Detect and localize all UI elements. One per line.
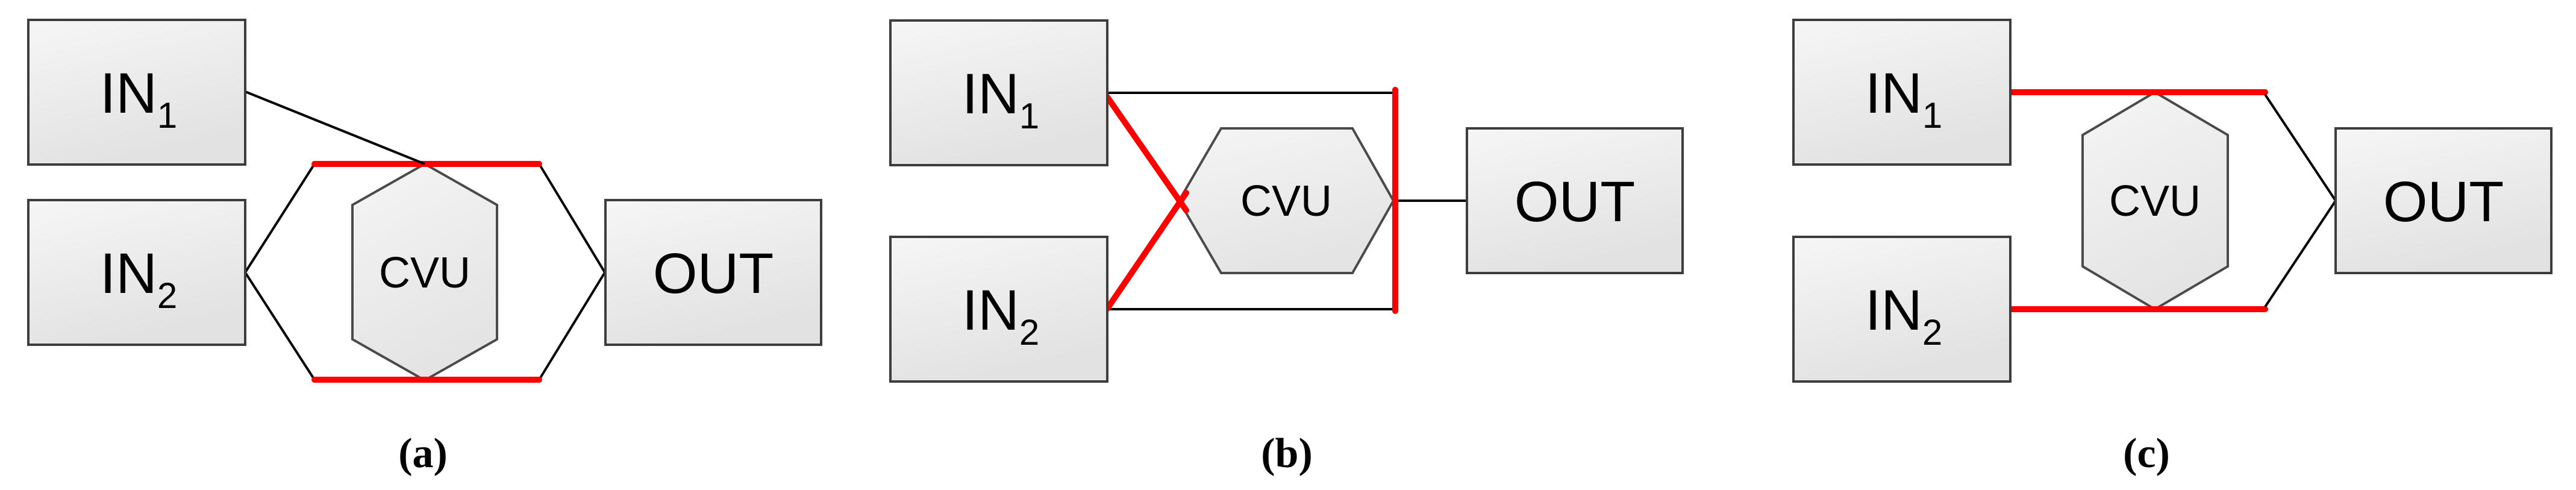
- panel-b-red-in1-connection: [1104, 94, 1189, 213]
- panel-b-in1-box: [889, 19, 1108, 166]
- panel-b-cvu-label: CVU: [1240, 177, 1332, 225]
- panel-c-in2-box: [1792, 236, 2012, 383]
- panel-a-in2-box: [27, 199, 246, 346]
- panel-b-red-in2-connection: [1104, 190, 1189, 312]
- panel-a-out-box: [604, 199, 822, 346]
- panel-a: IN1 IN2 OUT CVU (a): [27, 19, 822, 477]
- panel-a-in2-label: IN2: [100, 242, 177, 316]
- panel-b-out-label: OUT: [1515, 170, 1636, 234]
- panel-c-in1-label: IN1: [1865, 61, 1942, 136]
- panel-c-in1-box: [1792, 19, 2012, 166]
- panel-a-in1-box: [27, 19, 246, 166]
- panel-b: IN1 IN2 OUT CVU (b): [889, 19, 1684, 477]
- panel-a-in1-label: IN1: [100, 61, 177, 136]
- panel-a-ring-edge-top-right: [538, 163, 606, 274]
- panel-a-out-label: OUT: [653, 242, 774, 306]
- panel-c-out-label: OUT: [2383, 170, 2504, 234]
- panel-c-out-box: [2334, 127, 2553, 274]
- panel-c-bottom-black-connection: [2264, 199, 2337, 308]
- panel-b-in2-label: IN2: [962, 278, 1039, 353]
- panel-a-in1-connection: [245, 90, 425, 165]
- panel-a-ring-edge-bottom-left: [244, 271, 316, 381]
- panel-a-ring-edge-bottom-right: [538, 271, 606, 381]
- panel-b-caption: (b): [1261, 430, 1313, 477]
- panel-c-top-black-connection: [2264, 93, 2337, 202]
- panel-c-in2-label: IN2: [1865, 278, 1942, 353]
- panel-c-caption: (c): [2123, 430, 2170, 477]
- panel-a-cvu-label: CVU: [379, 249, 470, 297]
- panel-a-ring-edge-top-left: [244, 163, 316, 274]
- panel-c-cvu-label: CVU: [2109, 177, 2201, 225]
- panel-a-caption: (a): [398, 430, 448, 477]
- panel-c: IN1 IN2 OUT CVU (c): [1792, 19, 2553, 477]
- panel-b-in1-label: IN1: [962, 62, 1039, 136]
- panel-b-in2-box: [889, 236, 1108, 383]
- panel-b-out-box: [1466, 127, 1684, 274]
